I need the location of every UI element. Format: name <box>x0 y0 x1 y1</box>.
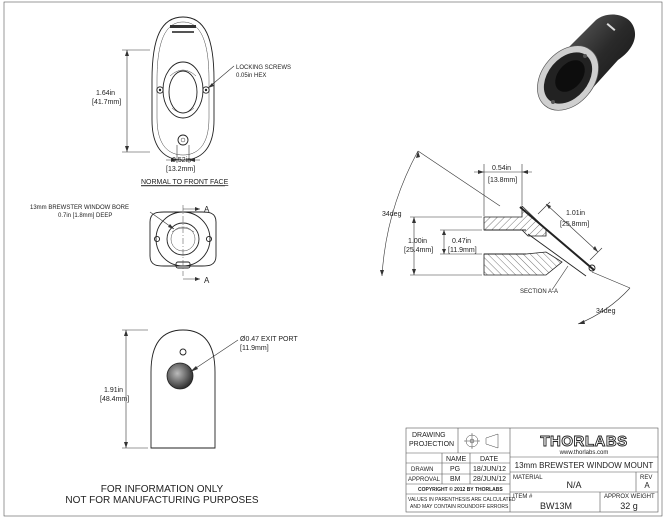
copyright: COPYRIGHT © 2012 BY THORLABS <box>418 486 503 493</box>
front-view: 1.64in [41.7mm] 0.52in [13.2mm] LOCKING … <box>92 16 291 187</box>
side-height-in: 1.91in <box>104 387 123 394</box>
col-name: NAME <box>446 456 467 463</box>
section-height-in: 1.00in <box>408 238 427 245</box>
item-value: BW13M <box>540 501 572 511</box>
drawn-name: PG <box>450 466 460 473</box>
locking-screws-hex: 0.05in HEX <box>236 73 266 79</box>
approval-label: APPROVAL <box>408 477 441 483</box>
col-date: DATE <box>480 456 498 463</box>
item-label: ITEM # <box>513 494 533 500</box>
bore-depth: 0.7in [1.8mm] DEEP <box>58 213 112 219</box>
section-bore-mm: [11.9mm] <box>448 247 477 254</box>
exit-port-mm: [11.9mm] <box>240 345 269 352</box>
front-view-caption: NORMAL TO FRONT FACE <box>141 179 229 186</box>
brand-url: www.thorlabs.com <box>559 450 609 456</box>
projection-label-1: DRAWING <box>412 432 446 439</box>
front-height-in: 1.64in <box>96 90 115 97</box>
notice-line-1: FOR INFORMATION ONLY <box>101 484 224 495</box>
section-angle-right: 34deg <box>596 308 616 315</box>
section-view: 0.54in [13.8mm] 1.00in [25.4mm] 0.47in [… <box>380 150 631 325</box>
section-slant-mm: [25.8mm] <box>560 221 589 228</box>
weight-label: APPROX WEIGHT <box>604 494 655 500</box>
section-top-in: 0.54in <box>492 165 511 172</box>
notice-line-2: NOT FOR MANUFACTURING PURPOSES <box>65 495 258 506</box>
section-angle-left: 34deg <box>382 211 402 218</box>
section-top-mm: [13.8mm] <box>488 177 517 184</box>
bore-label: 13mm BREWSTER WINDOW BORE <box>30 205 129 211</box>
projection-label-2: PROJECTION <box>409 441 454 448</box>
section-label: SECTION A-A <box>520 289 558 295</box>
top-view: A A 13mm BREWSTER WINDOW BORE 0.7in [1.8… <box>30 205 217 285</box>
weight-value: 32 g <box>620 501 638 511</box>
disclaimer-1: VALUES IN PARENTHESIS ARE CALCULATED <box>408 497 516 503</box>
material-label: MATERIAL <box>513 475 543 481</box>
front-height-mm: [41.7mm] <box>92 99 121 106</box>
title-block: DRAWING PROJECTION NAME DATE DRAWN PG 18… <box>405 427 659 513</box>
locking-screws-label: LOCKING SCREWS <box>236 65 291 71</box>
side-view: 1.91in [48.4mm] Ø0.47 EXIT PORT [11.9mm] <box>100 329 298 449</box>
approval-name: BM <box>450 476 461 483</box>
iso-render-image <box>537 14 636 111</box>
drawn-label: DRAWN <box>411 467 433 473</box>
side-height-mm: [48.4mm] <box>100 396 129 403</box>
third-angle-projection-icon <box>464 433 499 449</box>
exit-port-label: Ø0.47 EXIT PORT <box>240 336 298 343</box>
section-bore-in: 0.47in <box>452 238 471 245</box>
section-slant-in: 1.01in <box>566 210 585 217</box>
drawing-title: 13mm BREWSTER WINDOW MOUNT <box>515 461 654 470</box>
section-height-mm: [25.4mm] <box>404 247 433 254</box>
drawn-date: 18/JUN/12 <box>473 466 506 473</box>
section-marker-top: A <box>204 205 210 214</box>
rev-value: A <box>644 481 650 490</box>
front-width-in: 0.52in <box>172 157 191 164</box>
disclaimer-2: AND MAY CONTAIN ROUNDOFF ERRORS <box>410 504 509 510</box>
section-marker-bottom: A <box>204 276 210 285</box>
brand-logo: THORLABS <box>540 433 627 450</box>
sheet-border <box>3 1 663 517</box>
rev-label: REV <box>640 475 652 481</box>
material-value: N/A <box>566 480 581 490</box>
front-width-mm: [13.2mm] <box>166 166 195 173</box>
approval-date: 28/JUN/12 <box>473 476 506 483</box>
